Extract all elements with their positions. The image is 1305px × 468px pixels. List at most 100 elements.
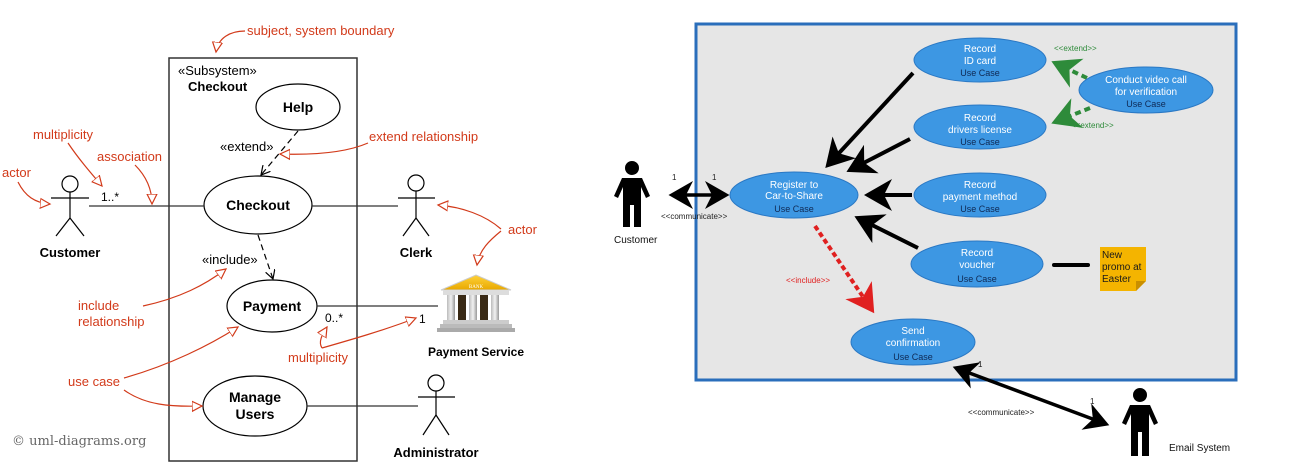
- use-case-record-voucher-line-1: Record: [961, 248, 993, 259]
- use-case-video-call-line-2: for verification: [1115, 87, 1177, 98]
- annotation-actor-right: actor: [508, 222, 538, 237]
- annotation-actor-left: actor: [2, 165, 32, 180]
- use-case-send-confirmation-stereotype: Use Case: [893, 352, 933, 362]
- use-case-conduct-video-call[interactable]: Conduct video call for verification Use …: [1078, 66, 1214, 114]
- annotation-include-2: relationship: [78, 314, 145, 329]
- use-case-video-call-line-1: Conduct video call: [1105, 75, 1187, 86]
- arrow-id-to-register: [825, 71, 915, 168]
- use-case-record-id-stereotype: Use Case: [960, 68, 1000, 78]
- use-case-register-stereotype: Use Case: [774, 204, 814, 214]
- actor-email-system-label: Email System: [1169, 443, 1230, 454]
- note-line-3: Easter: [1102, 274, 1132, 285]
- use-case-payment-label: Payment: [243, 298, 302, 314]
- communicate-label-customer: <<communicate>>: [661, 212, 728, 221]
- extend-label-bottom: <<extend>>: [1071, 121, 1114, 130]
- annotation-multiplicity-top-arrow: [67, 142, 102, 186]
- use-case-help[interactable]: [255, 83, 341, 131]
- annotation-multiplicity-bottom: multiplicity: [288, 350, 348, 365]
- extend-label: «extend»: [220, 139, 274, 154]
- annotation-actor-right-arrow-1: [438, 205, 502, 230]
- note-line-2: promo at: [1102, 262, 1142, 273]
- use-case-register[interactable]: Register to Car-to-Share Use Case: [729, 171, 859, 219]
- arrow-license-to-register: [846, 137, 911, 174]
- right-uml-diagram: 1 1 <<communicate>> 1 1 <<communicate>> …: [614, 22, 1238, 456]
- use-case-record-payment-line-1: Record: [964, 180, 996, 191]
- extend-label-top: <<extend>>: [1054, 44, 1097, 53]
- sticky-note[interactable]: New promo at Easter: [1100, 247, 1146, 291]
- use-case-send-confirmation-line-1: Send: [901, 326, 924, 337]
- bank-icon-label: BANK: [469, 285, 484, 290]
- use-case-checkout-label: Checkout: [226, 197, 290, 213]
- use-case-checkout[interactable]: [203, 175, 313, 235]
- use-case-record-id-line-1: Record: [964, 44, 996, 55]
- use-case-record-drivers-license[interactable]: Record drivers license Use Case: [913, 104, 1047, 150]
- annotation-actor-right-arrow-2: [477, 230, 502, 265]
- use-case-video-call-stereotype: Use Case: [1126, 99, 1166, 109]
- mult-email-top: 1: [978, 360, 983, 369]
- extend-arrow-id: [1051, 58, 1088, 88]
- bank-icon[interactable]: BANK: [437, 274, 515, 332]
- annotation-subject: subject, system boundary: [247, 23, 395, 38]
- use-case-record-payment-line-2: payment method: [943, 192, 1018, 203]
- use-case-send-confirmation[interactable]: Send confirmation Use Case: [850, 318, 976, 366]
- annotation-use-case-arrow-2: [123, 389, 202, 406]
- communicate-email-line: [952, 362, 1110, 430]
- subsystem-name: Checkout: [188, 79, 248, 94]
- include-relationship-line: [257, 234, 273, 279]
- use-case-record-voucher-stereotype: Use Case: [957, 274, 997, 284]
- annotation-multiplicity-bottom-arrow-1: [320, 327, 327, 349]
- use-case-record-voucher-line-2: voucher: [959, 260, 995, 271]
- mult-customer-right: 1: [712, 173, 717, 182]
- use-case-manage-users-label-1: Manage: [229, 389, 281, 405]
- use-case-register-line-1: Register to: [770, 180, 819, 191]
- use-case-record-payment-stereotype: Use Case: [960, 204, 1000, 214]
- use-case-record-license-stereotype: Use Case: [960, 137, 1000, 147]
- annotation-use-case-arrow-1: [123, 327, 238, 379]
- annotation-multiplicity-bottom-arrow-2: [321, 318, 416, 349]
- include-arrow: [813, 224, 875, 314]
- actor-email-system-icon[interactable]: [1122, 388, 1158, 456]
- actor-customer-solid-icon[interactable]: [614, 161, 650, 227]
- actor-administrator-icon[interactable]: [418, 374, 455, 436]
- actor-clerk-label: Clerk: [400, 245, 433, 260]
- actor-customer-label: Customer: [40, 245, 101, 260]
- subsystem-stereotype: «Subsystem»: [178, 63, 257, 78]
- use-case-register-line-2: Car-to-Share: [765, 191, 823, 202]
- left-uml-diagram: «Subsystem» Checkout Help Checkout Payme…: [2, 23, 538, 462]
- extend-arrow-license: [1051, 98, 1091, 128]
- copyright-text: © uml-diagrams.org: [12, 434, 146, 449]
- use-case-help-label: Help: [283, 99, 313, 115]
- use-case-send-confirmation-line-2: confirmation: [886, 338, 940, 349]
- subsystem-boundary: [168, 57, 358, 462]
- include-label: «include»: [202, 252, 258, 267]
- note-line-1: New: [1102, 250, 1123, 261]
- use-case-manage-users-label-2: Users: [236, 406, 275, 422]
- multiplicity-service: 1: [419, 312, 426, 326]
- use-case-record-id-card[interactable]: Record ID card Use Case: [913, 37, 1047, 83]
- actor-clerk-icon[interactable]: [398, 174, 435, 237]
- use-case-record-id-line-2: ID card: [964, 56, 996, 67]
- actor-customer-right-label: Customer: [614, 235, 658, 246]
- arrow-voucher-to-register: [854, 214, 919, 250]
- use-case-record-voucher[interactable]: Record voucher Use Case: [910, 240, 1044, 288]
- actor-administrator-label: Administrator: [393, 445, 478, 460]
- annotation-multiplicity-top: multiplicity: [33, 127, 93, 142]
- annotation-subject-arrow: [216, 30, 246, 52]
- actor-customer-icon[interactable]: [51, 175, 89, 237]
- use-case-record-license-line-2: drivers license: [948, 125, 1012, 136]
- include-label-right: <<include>>: [786, 276, 830, 285]
- annotation-extend-relationship: extend relationship: [369, 129, 478, 144]
- annotation-association: association: [97, 149, 162, 164]
- annotation-extend-arrow: [280, 142, 369, 154]
- actor-payment-service-label: Payment Service: [428, 345, 524, 359]
- communicate-label-email: <<communicate>>: [968, 408, 1035, 417]
- multiplicity-payment: 0..*: [325, 311, 343, 325]
- annotation-include-1: include: [78, 298, 119, 313]
- use-case-record-license-line-1: Record: [964, 113, 996, 124]
- mult-customer-left: 1: [672, 173, 677, 182]
- annotation-use-case: use case: [68, 374, 120, 389]
- use-case-record-payment-method[interactable]: Record payment method Use Case: [913, 172, 1047, 218]
- mult-email-bottom: 1: [1090, 397, 1095, 406]
- multiplicity-customer: 1..*: [101, 190, 119, 204]
